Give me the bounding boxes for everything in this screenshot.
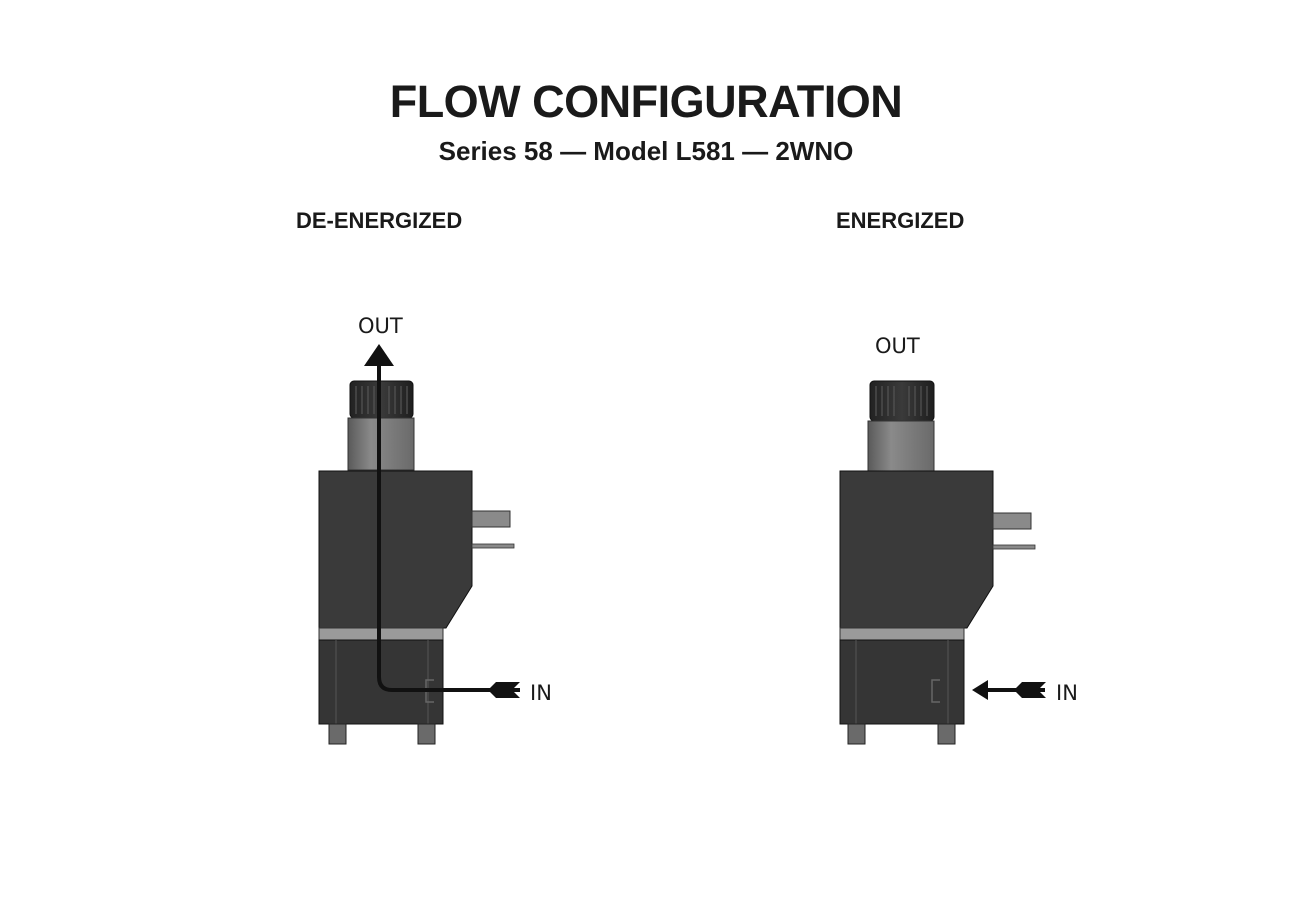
de-energized-valve: OUT IN	[318, 314, 552, 745]
mount-screw	[328, 723, 347, 745]
connector-pin	[992, 544, 1036, 550]
energized-label: ENERGIZED	[836, 208, 965, 233]
out-label: OUT	[358, 314, 403, 338]
connector-pin	[471, 543, 515, 549]
knob	[869, 380, 935, 422]
connector-blade	[471, 510, 511, 528]
base-body	[839, 639, 965, 725]
in-arrow-tail	[488, 682, 520, 698]
mount-screw	[937, 723, 956, 745]
energized-valve: OUT IN	[839, 334, 1078, 745]
inlet-arrow-head	[972, 680, 988, 700]
mount-screw	[417, 723, 436, 745]
page-subtitle: Series 58 — Model L581 — 2WNO	[438, 136, 854, 166]
sleeve	[867, 420, 935, 472]
flow-path	[377, 364, 520, 692]
page-title: FLOW CONFIGURATION	[389, 76, 903, 127]
coil-body	[839, 470, 994, 629]
in-label: IN	[530, 681, 552, 705]
coil-body	[318, 470, 473, 629]
out-arrow-head	[364, 344, 394, 366]
connector-blade	[992, 512, 1032, 530]
in-arrow-tail	[1014, 682, 1046, 698]
out-label: OUT	[875, 334, 920, 358]
base-plate	[839, 627, 965, 641]
in-label: IN	[1056, 681, 1078, 705]
mount-screw	[847, 723, 866, 745]
knob	[349, 380, 414, 419]
de-energized-label: DE-ENERGIZED	[296, 208, 463, 233]
